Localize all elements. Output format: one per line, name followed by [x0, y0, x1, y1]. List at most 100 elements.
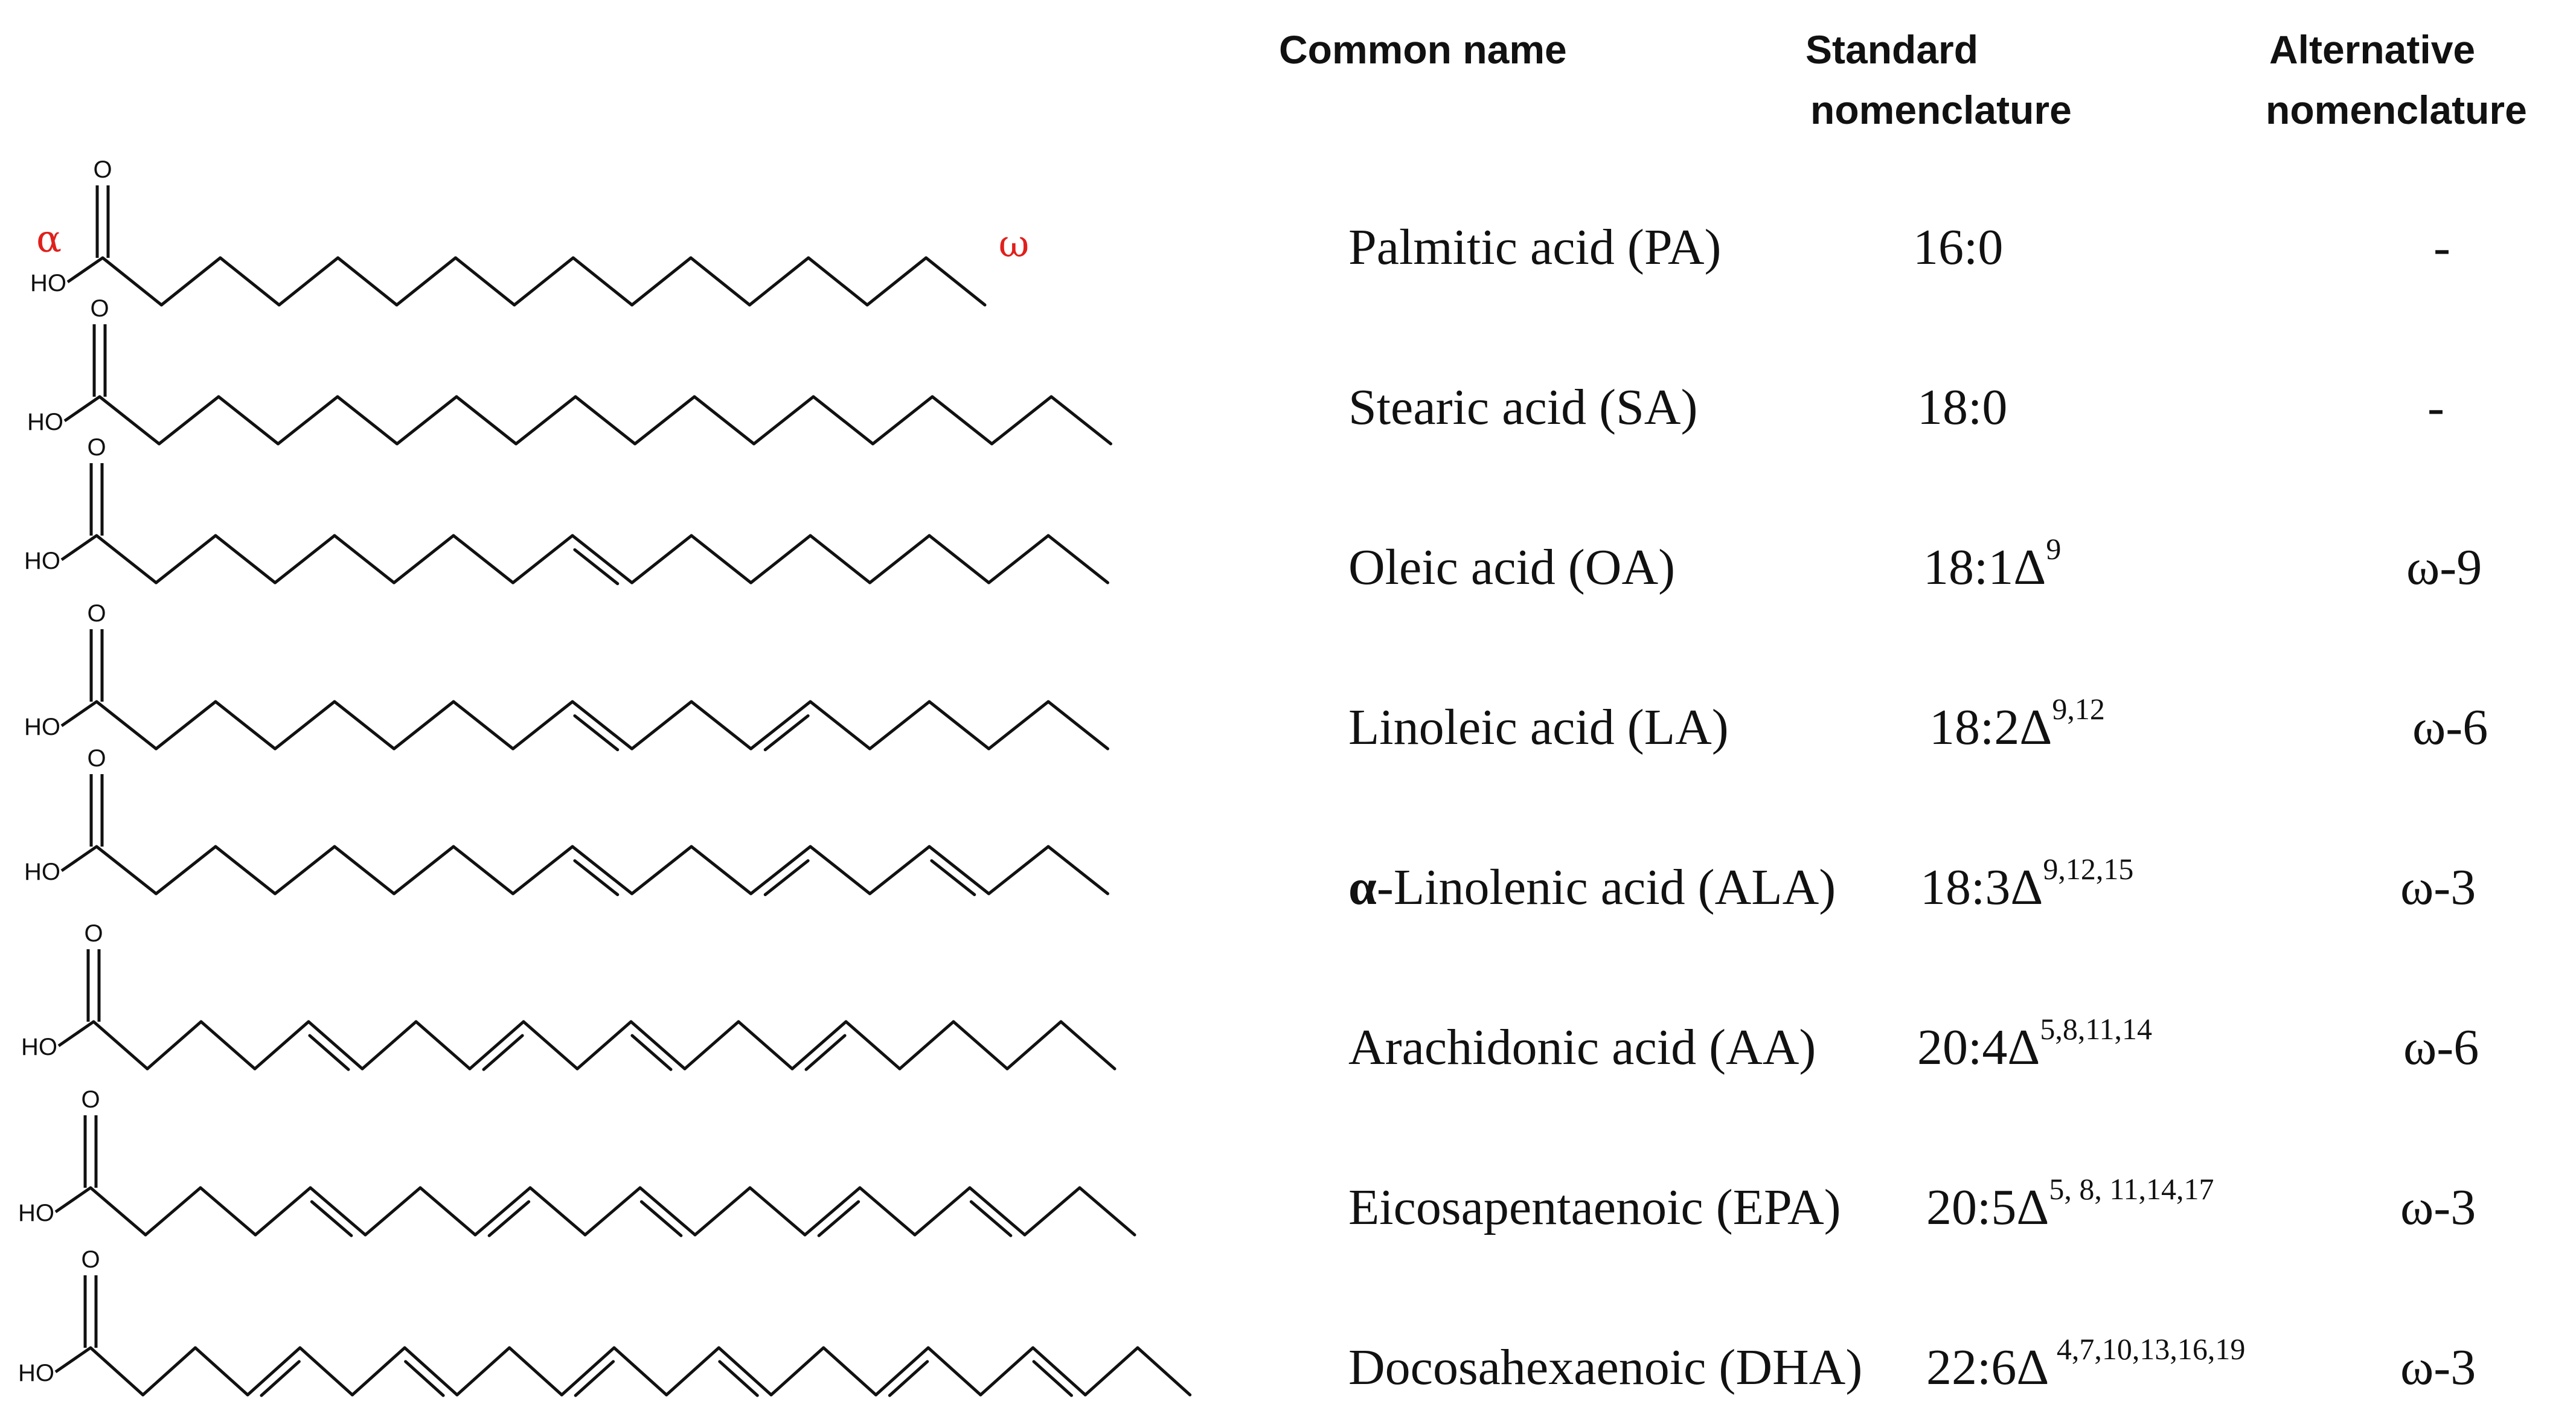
bond-11-12 — [689, 256, 751, 307]
standard-base: 18:1Δ — [1923, 539, 2046, 595]
bond-13-14 — [717, 1346, 773, 1397]
omega-label: ω — [999, 222, 1030, 266]
bond-7-8 — [452, 700, 514, 751]
standard-nomenclature-4: 18:2Δ9,12 — [1929, 694, 2105, 758]
bond-17-18 — [926, 1346, 982, 1397]
name-prefix: α — [1348, 859, 1377, 915]
bond-7-8 — [403, 1346, 459, 1397]
bond-2-3 — [159, 256, 222, 307]
bond-7-8 — [452, 845, 514, 895]
bond-12-13 — [749, 534, 812, 585]
alternative-nomenclature-3: ω-9 — [2406, 539, 2482, 595]
bond-3-4 — [214, 845, 277, 895]
bond-17-18 — [1046, 700, 1109, 751]
bond-12-13 — [693, 1186, 752, 1237]
bond-15-16 — [928, 534, 990, 585]
oxygen-label: O — [81, 1246, 100, 1273]
bond-2-3 — [155, 845, 217, 895]
alternative-nomenclature-7: ω-3 — [2400, 1179, 2476, 1235]
name-text: -Linolenic acid (ALA) — [1376, 859, 1836, 915]
bond-10-11 — [630, 256, 693, 307]
common-name-5: α-Linolenic acid (ALA) — [1348, 857, 1836, 918]
bond-11-12 — [690, 534, 752, 585]
standard-positions: 9 — [2046, 532, 2062, 566]
bond-14-15 — [790, 1020, 848, 1071]
header-alternative-line2: nomenclature — [2266, 88, 2527, 132]
bond-11-12 — [638, 1186, 697, 1237]
bond-8-9 — [511, 700, 574, 751]
hydroxyl-bond — [54, 1186, 92, 1214]
bond-10-11 — [560, 1346, 616, 1397]
double-bond-line-5 — [308, 1034, 350, 1071]
name-text: Linoleic acid (LA) — [1348, 699, 1729, 755]
bond-9-10 — [528, 1186, 587, 1237]
bond-6-7 — [351, 1346, 406, 1397]
bond-8-9 — [468, 1020, 525, 1071]
bond-1-2 — [89, 1346, 145, 1397]
bond-17-18 — [1046, 534, 1109, 585]
standard-base: 16:0 — [1913, 219, 2004, 275]
hydroxyl-bond — [60, 534, 98, 562]
bond-12-13 — [748, 256, 810, 307]
hydroxyl-label: HO — [18, 1360, 54, 1386]
bond-17-18 — [1049, 395, 1112, 446]
hydroxyl-label: HO — [24, 548, 60, 574]
standard-base: 20:4Δ — [1917, 1019, 2040, 1075]
common-name-3: Oleic acid (OA) — [1348, 537, 1675, 598]
bond-3-4 — [193, 1346, 249, 1397]
bond-17-18 — [1046, 845, 1109, 895]
bond-13-14 — [809, 845, 871, 895]
bond-1-2 — [98, 395, 161, 446]
bond-7-8 — [414, 1020, 472, 1071]
bond-9-10 — [574, 395, 636, 446]
structure-8: O HO — [18, 1246, 1192, 1397]
standard-nomenclature-3: 18:1Δ9 — [1923, 534, 2061, 598]
name-text: Docosahexaenoic (DHA) — [1348, 1339, 1863, 1395]
bond-11-12 — [690, 700, 752, 751]
bond-4-5 — [274, 845, 336, 895]
bond-14-15 — [868, 700, 931, 751]
bond-15-16 — [844, 1020, 902, 1071]
common-name-8: Docosahexaenoic (DHA) — [1348, 1338, 1862, 1398]
bond-19-20 — [1059, 1020, 1117, 1071]
bond-16-17 — [898, 1020, 955, 1071]
alpha-label: α — [36, 217, 62, 261]
bond-2-3 — [144, 1186, 202, 1237]
hydroxyl-label: HO — [18, 1200, 54, 1226]
double-bond-line-10 — [574, 1360, 615, 1397]
bond-21-22 — [1136, 1346, 1192, 1397]
double-bond-line-9 — [573, 548, 620, 586]
bond-14-15 — [871, 395, 934, 446]
bond-13-14 — [737, 1020, 794, 1071]
bond-6-7 — [395, 256, 457, 307]
name-text: Arachidonic acid (AA) — [1348, 1019, 1816, 1075]
bond-3-4 — [199, 1020, 257, 1071]
bond-5-6 — [333, 845, 396, 895]
alternative-nomenclature-8: ω-3 — [2400, 1339, 2476, 1395]
bond-3-4 — [214, 700, 277, 751]
alternative-nomenclature-6: ω-6 — [2403, 1019, 2479, 1075]
bond-4-5 — [274, 700, 336, 751]
bond-4-5 — [277, 395, 339, 446]
hydroxyl-bond — [54, 1346, 92, 1374]
bond-14-15 — [769, 1346, 825, 1397]
bond-7-8 — [453, 256, 516, 307]
bond-13-14 — [812, 395, 874, 446]
bond-9-10 — [571, 700, 633, 751]
name-text: Eicosapentaenoic (EPA) — [1348, 1179, 1841, 1235]
bond-1-2 — [92, 1020, 149, 1071]
bond-12-13 — [665, 1346, 720, 1397]
alternative-nomenclature-4: ω-6 — [2412, 699, 2488, 755]
bond-2-3 — [158, 395, 220, 446]
bond-6-7 — [396, 395, 458, 446]
bond-14-15 — [868, 845, 931, 895]
bond-5-6 — [336, 395, 399, 446]
header-standard-line2: nomenclature — [1810, 88, 2072, 132]
bond-8-9 — [513, 256, 575, 307]
bond-13-14 — [809, 700, 871, 751]
common-name-1: Palmitic acid (PA) — [1348, 217, 1722, 278]
bond-10-11 — [630, 845, 693, 895]
bond-13-14 — [809, 534, 871, 585]
